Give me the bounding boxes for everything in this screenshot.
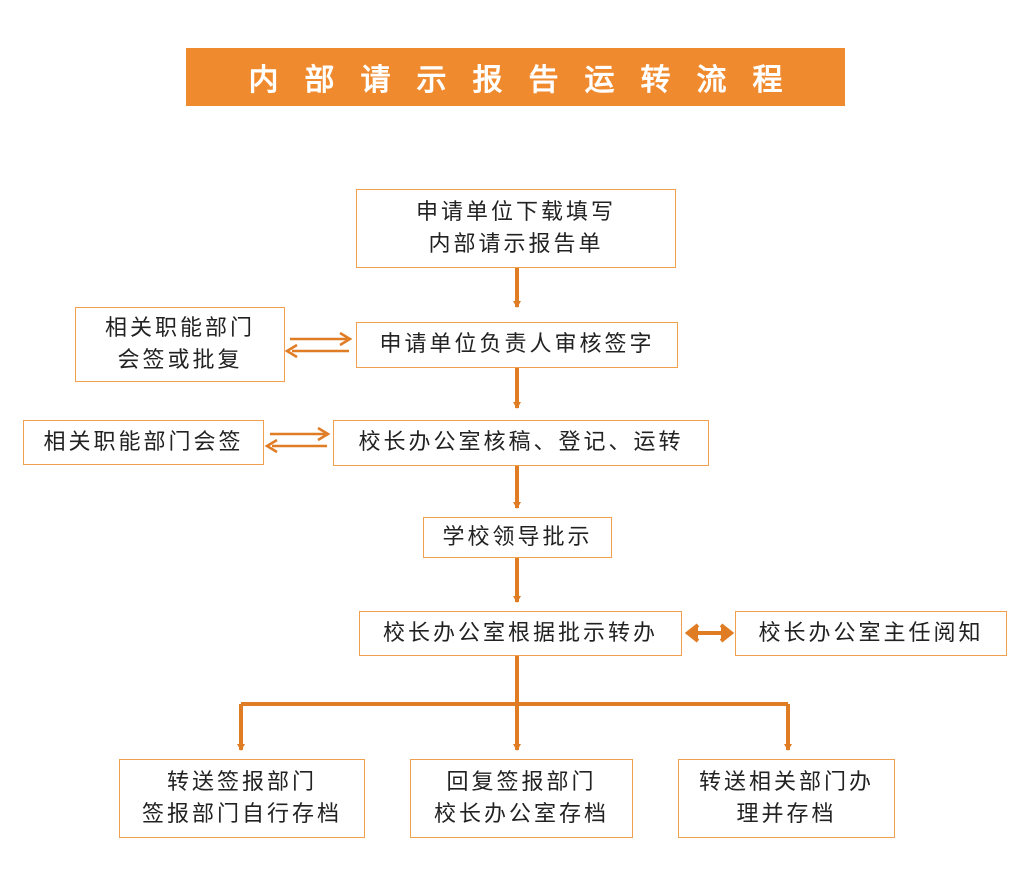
node-unit-head-review: 申请单位负责人审核签字 (356, 322, 678, 368)
node-director-notice: 校长办公室主任阅知 (735, 611, 1007, 656)
node-office-transfer: 校长办公室根据批示转办 (359, 611, 682, 656)
page-title: 内部请示报告运转流程 (248, 63, 809, 98)
node-dept-sign-reply: 相关职能部门 会签或批复 (75, 307, 285, 382)
node-dept-countersign: 相关职能部门会签 (23, 420, 264, 465)
node-branch-left: 转送签报部门 签报部门自行存档 (119, 759, 365, 838)
node-download-form: 申请单位下载填写 内部请示报告单 (356, 189, 676, 268)
title-banner: 内部请示报告运转流程 (186, 48, 845, 106)
node-leader-instruction: 学校领导批示 (423, 517, 612, 558)
node-branch-right: 转送相关部门办 理并存档 (678, 759, 895, 838)
node-office-review: 校长办公室核稿、登记、运转 (333, 420, 709, 466)
node-branch-mid: 回复签报部门 校长办公室存档 (410, 759, 633, 838)
